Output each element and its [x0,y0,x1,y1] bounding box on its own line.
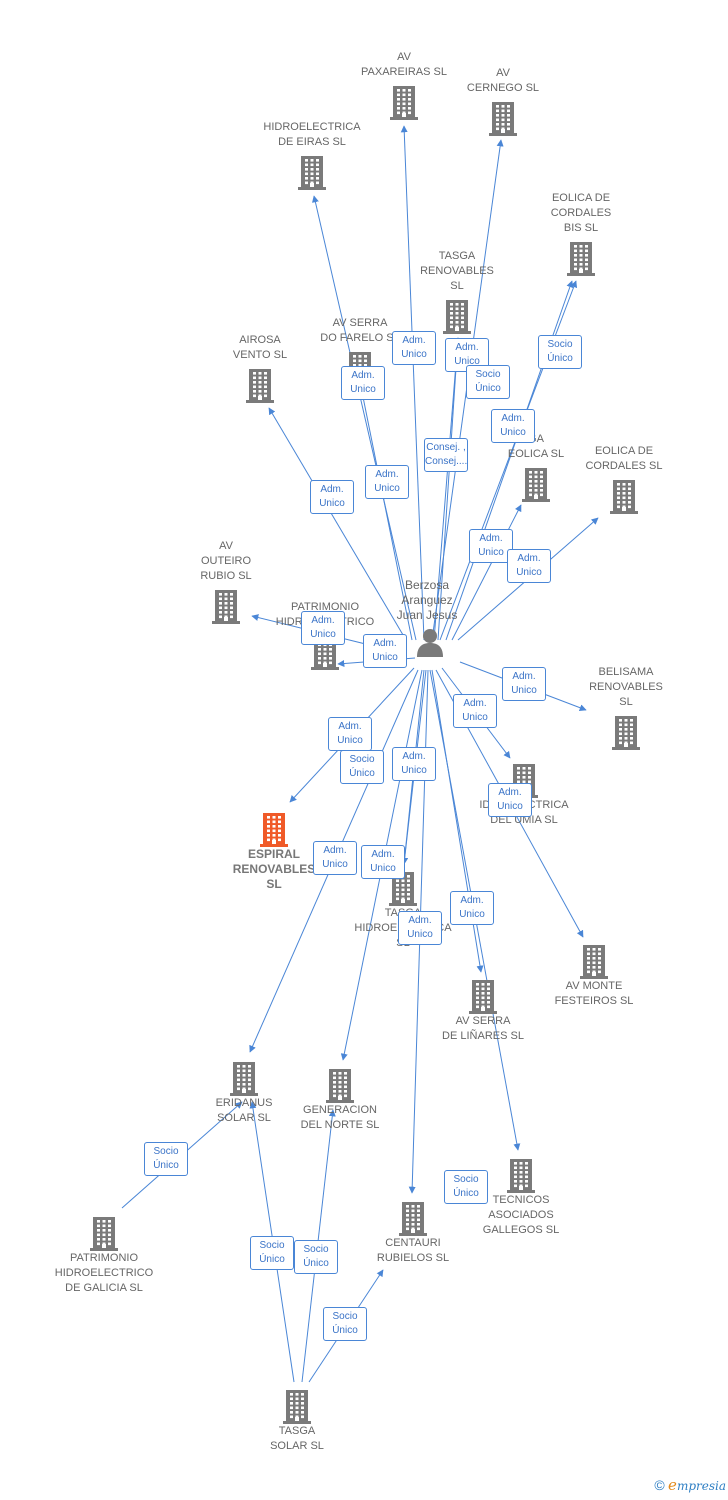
company-node[interactable]: HIDROELECTRICA DE EIRAS SL [247,120,377,190]
company-node[interactable]: EOLICA DE CORDALES BIS SL [516,191,646,276]
company-label: GENERACION DEL NORTE SL [300,1104,380,1131]
edge-role-label[interactable]: Adm. Unico [365,465,409,499]
company-label: AV OUTEIRO RUBIO SL [200,540,252,582]
company-label: BELISAMA RENOVABLES SL [589,666,663,708]
building-icon [389,872,417,906]
edge-role-label[interactable]: Socio Único [323,1307,367,1341]
company-label: TASGA RENOVABLES SL [420,250,494,292]
building-icon [580,945,608,979]
edge-role-label[interactable]: Socio Único [538,335,582,369]
company-node[interactable]: EOLICA DE CORDALES SL [559,444,689,514]
relation-edge [437,337,462,641]
brand-e: e [668,1476,677,1494]
building-icon [443,300,471,334]
edge-role-label[interactable]: Adm. Unico [491,409,535,443]
edge-role-label[interactable]: Socio Único [144,1142,188,1176]
company-label: HIDROELECTRICA DE EIRAS SL [263,121,361,148]
person-label: Berzosa Aranguez Juan Jesus [396,578,458,622]
company-label: PATRIMONIO HIDROELECTRICO DE GALICIA SL [54,1252,154,1294]
building-icon [298,156,326,190]
building-icon [283,1390,311,1424]
edge-role-label[interactable]: Adm. Unico [398,911,442,945]
company-node[interactable]: ESPIRAL RENOVABLES SL [209,811,339,892]
company-label: EOLICA DE CORDALES BIS SL [550,192,612,234]
edge-role-label[interactable]: Adm. Unico [328,717,372,751]
edge-role-label[interactable]: Socio Único [294,1240,338,1274]
edge-role-label[interactable]: Adm. Unico [313,841,357,875]
building-icon [230,1062,258,1096]
edge-role-label[interactable]: Adm. Unico [361,845,405,879]
company-node[interactable]: AV PAXAREIRAS SL [339,50,469,120]
company-label: AV CERNEGO SL [466,67,540,94]
company-node[interactable]: AV SERRA DE LIÑARES SL [418,978,548,1044]
company-node[interactable]: PATRIMONIO HIDROELECTRICO DE GALICIA SL [39,1215,169,1296]
company-node[interactable]: GA EOLICA SL [471,432,601,502]
company-label: TASGA SOLAR SL [270,1425,324,1452]
brand-name: mpresia [676,1479,726,1493]
company-node[interactable]: AV MONTE FESTEIROS SL [529,943,659,1009]
company-label: ESPIRAL RENOVABLES SL [232,847,316,891]
company-label: AV MONTE FESTEIROS SL [554,980,634,1007]
edge-role-label[interactable]: Socio Único [340,750,384,784]
company-node[interactable]: AV OUTEIRO RUBIO SL [161,539,291,624]
edge-role-label[interactable]: Adm. Unico [453,694,497,728]
building-icon [260,813,288,847]
brand-footer: © empresia [654,1476,726,1494]
edge-role-label[interactable]: Adm. Unico [507,549,551,583]
building-icon [610,480,638,514]
relation-edge [451,504,522,641]
relation-edge [400,125,425,641]
edge-role-label[interactable]: Socio Único [444,1170,488,1204]
edge-role-label[interactable]: Adm. Unico [488,783,532,817]
company-label: CENTAURI RUBIELOS SL [376,1237,450,1264]
company-label: AIROSA VENTO SL [232,334,288,361]
company-node[interactable]: CENTAURI RUBIELOS SL [348,1200,478,1266]
building-icon [212,590,240,624]
building-icon [567,242,595,276]
edge-role-label[interactable]: Adm. Unico [341,366,385,400]
edge-role-label[interactable]: Consej. , Consej.... [424,438,468,472]
building-icon [612,716,640,750]
company-node[interactable]: AV CERNEGO SL [438,66,568,136]
edge-role-label[interactable]: Adm. Unico [392,331,436,365]
company-label: EOLICA DE CORDALES SL [585,445,663,472]
company-node[interactable]: AIROSA VENTO SL [195,333,325,403]
relation-edge [359,391,413,641]
copyright-icon: © [654,1477,665,1493]
building-icon [326,1069,354,1103]
edge-role-label[interactable]: Socio Único [466,365,510,399]
building-icon [90,1217,118,1251]
company-label: AV PAXAREIRAS SL [361,51,447,78]
building-icon [489,102,517,136]
building-icon [507,1159,535,1193]
relation-edge [268,407,407,641]
edge-role-label[interactable]: Adm. Unico [502,667,546,701]
edge-role-label[interactable]: Adm. Unico [363,634,407,668]
company-label: AV SERRA DE LIÑARES SL [442,1015,524,1042]
relation-edge [311,195,417,641]
company-label: ERIDANUS SOLAR SL [215,1097,273,1124]
building-icon [399,1202,427,1236]
edge-role-label[interactable]: Adm. Unico [450,891,494,925]
building-icon [469,980,497,1014]
company-node[interactable]: GENERACION DEL NORTE SL [275,1067,405,1133]
building-icon [246,369,274,403]
company-node[interactable]: BELISAMA RENOVABLES SL [561,665,691,750]
edge-role-label[interactable]: Adm. Unico [392,747,436,781]
person-icon [417,629,443,657]
company-node[interactable]: ERIDANUS SOLAR SL [179,1060,309,1126]
relation-edge [433,337,461,641]
edge-role-label[interactable]: Adm. Unico [301,611,345,645]
building-icon [522,468,550,502]
edge-role-label[interactable]: Socio Único [250,1236,294,1270]
company-node[interactable]: TECNICOS ASOCIADOS GALLEGOS SL [456,1157,586,1238]
edge-role-label[interactable]: Adm. Unico [310,480,354,514]
person-node[interactable]: Berzosa Aranguez Juan Jesus [372,578,482,657]
company-node[interactable]: TASGA SOLAR SL [232,1388,362,1454]
company-label: TECNICOS ASOCIADOS GALLEGOS SL [482,1194,560,1236]
building-icon [390,86,418,120]
company-node[interactable]: TASGA RENOVABLES SL [392,249,522,334]
edge-role-label[interactable]: Adm. Unico [469,529,513,563]
